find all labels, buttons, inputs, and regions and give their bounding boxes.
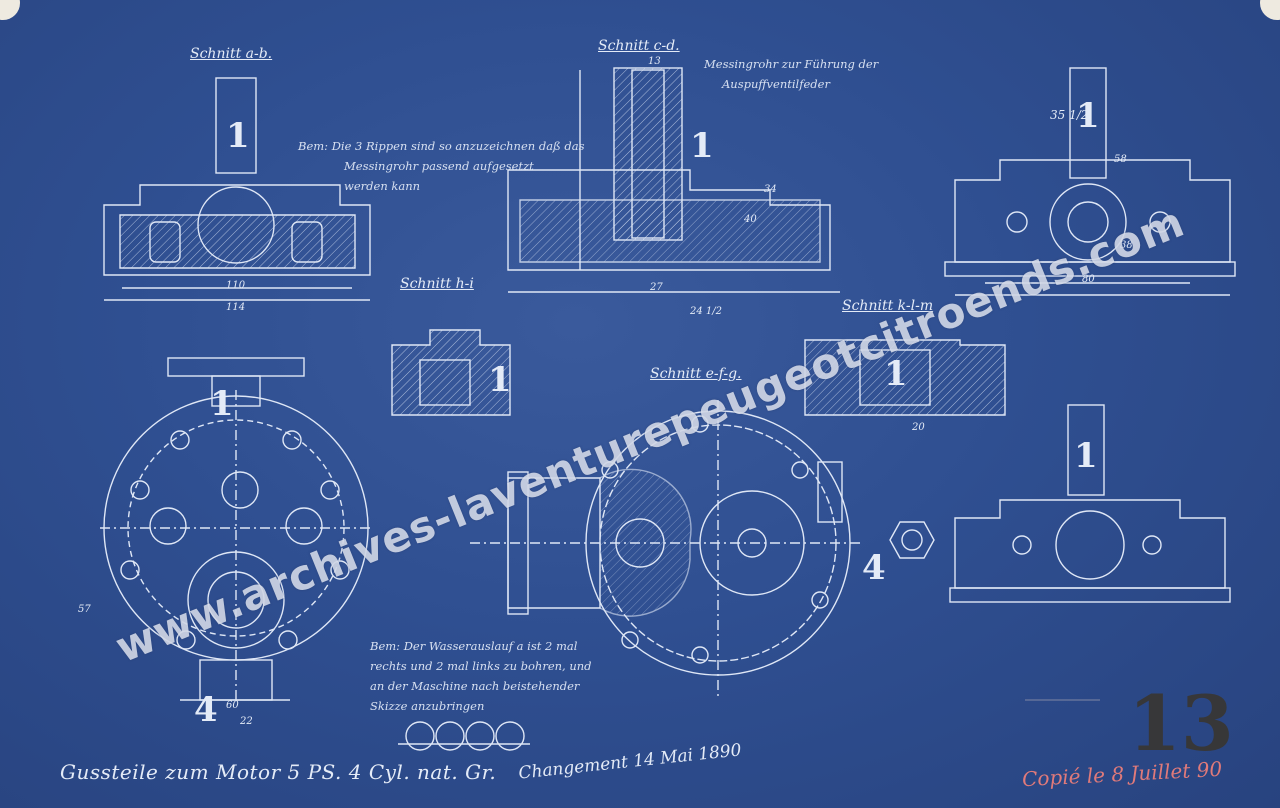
note-water-line: an der Maschine nach beistehender — [370, 679, 580, 693]
dimension-label: 114 — [226, 302, 246, 313]
piece-mark: 4 — [194, 690, 218, 730]
dimension-label: 58 — [1114, 154, 1127, 165]
piece-mark: 1 — [1074, 436, 1098, 476]
elevation-right-drawing — [949, 404, 1231, 603]
note-brass-line: Messingrohr zur Führung der — [704, 57, 879, 71]
dimension-label: 20 — [912, 422, 925, 433]
dimension-label: 60 — [226, 700, 239, 711]
note-water-line: Skizze anzubringen — [370, 699, 485, 713]
drawing-title: Gussteile zum Motor 5 PS. 4 Cyl. nat. Gr… — [60, 760, 497, 784]
section-label-ab: Schnitt a-b. — [190, 46, 273, 62]
section-hi-drawing — [391, 329, 511, 416]
dimension-label: 35 1/2 — [1050, 108, 1089, 122]
dimension-label: 40 — [744, 214, 757, 225]
dimension-label: 22 — [240, 716, 253, 727]
note-ribs-line: Bem: Die 3 Rippen sind so anzuzeichnen d… — [298, 139, 585, 153]
note-water-line: Bem: Der Wasserauslauf a ist 2 mal — [370, 639, 578, 653]
dimension-label: 80 — [1082, 274, 1095, 285]
note-ribs-line: werden kann — [344, 179, 421, 193]
sheet-number-stamp: 13 — [1128, 679, 1234, 768]
piece-mark: 1 — [690, 126, 714, 166]
note-ribs-line: Messingrohr passend aufgesetzt — [344, 159, 534, 173]
section-klm-drawing — [804, 339, 1006, 416]
piece-mark: 1 — [488, 360, 512, 400]
section-efg-drawing — [470, 400, 860, 700]
tube-sketch-drawing — [398, 721, 530, 751]
piece-mark: 1 — [884, 354, 908, 394]
dimension-label: 34 — [764, 184, 777, 195]
note-ribs: Bem: Die 3 Rippen sind so anzuzeichnen d… — [298, 136, 585, 196]
note-water-outlet: Bem: Der Wasserauslauf a ist 2 mal recht… — [370, 636, 592, 716]
paper-corner-top-right — [1260, 0, 1280, 20]
piece-mark: 1 — [1076, 96, 1100, 136]
section-right-drawing — [944, 67, 1236, 296]
section-label-hi: Schnitt h-i — [400, 276, 474, 292]
section-cd-drawing — [507, 67, 840, 293]
dimension-label: 110 — [226, 280, 246, 291]
nut-detail-drawing — [889, 521, 935, 559]
dimension-label: 24 1/2 — [690, 306, 722, 317]
dimension-label: 27 — [650, 282, 663, 293]
piece-mark: 1 — [226, 116, 250, 156]
section-label-klm: Schnitt k-l-m — [842, 298, 934, 314]
piece-mark: 1 — [210, 384, 234, 424]
section-label-cd: Schnitt c-d. — [598, 38, 680, 54]
note-brass-tube: Messingrohr zur Führung der Auspuffventi… — [704, 54, 878, 94]
dimension-label: 57 — [78, 604, 91, 615]
dimension-label: 13 — [648, 56, 661, 67]
section-label-efg: Schnitt e-f-g. — [650, 366, 742, 382]
note-brass-line: Auspuffventilfeder — [722, 77, 830, 91]
piece-mark: 4 — [862, 548, 886, 588]
section-ab-drawing — [103, 77, 371, 301]
flange-plan-drawing — [100, 357, 372, 701]
note-water-line: rechts und 2 mal links zu bohren, und — [370, 659, 592, 673]
dimension-label: 38 — [1120, 240, 1133, 251]
paper-corner-top-left — [0, 0, 20, 20]
